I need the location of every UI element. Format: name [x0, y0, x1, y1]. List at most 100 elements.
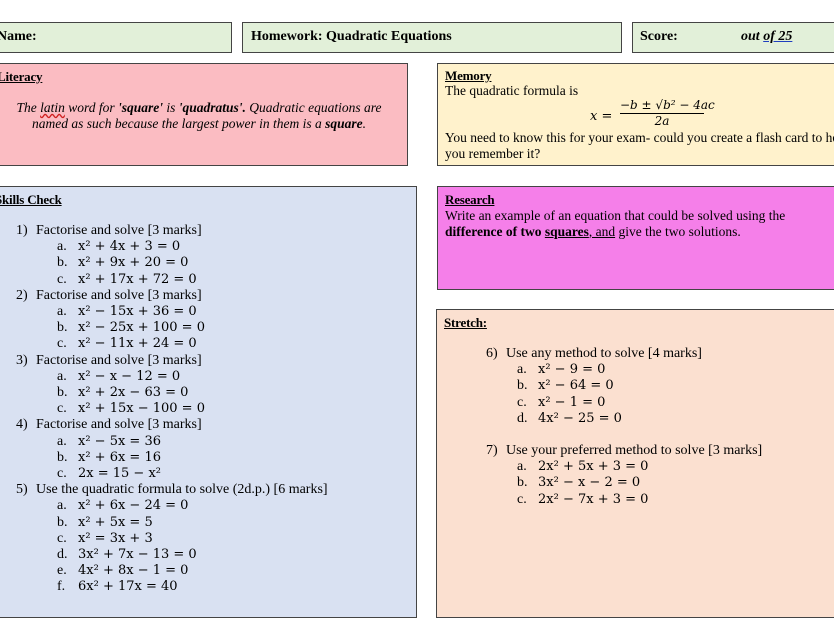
- literacy-text-4: Quadratic equations are named as such be…: [32, 100, 382, 131]
- part-expression: x² − 5x = 36: [78, 433, 162, 449]
- part-letter: a.: [57, 368, 67, 384]
- question-number: 2): [16, 287, 28, 303]
- part-expression: 2x² − 7x + 3 = 0: [538, 491, 649, 507]
- part-letter: b.: [57, 255, 68, 271]
- stretch-title: Stretch:: [444, 315, 487, 330]
- skills-question: 4) Factorise and solve [3 marks] a. x² − 5…: [16, 417, 328, 482]
- part-letter: a.: [517, 459, 527, 475]
- part-expression: x² + 15x − 100 = 0: [78, 401, 205, 417]
- part-expression: x² + 6x = 16: [78, 449, 162, 465]
- literacy-word-quadratus: 'quadratus'.: [178, 100, 246, 115]
- research-text-2: , and: [588, 224, 616, 239]
- research-box: Research Write an example of an equation…: [437, 186, 834, 290]
- part-letter: c.: [57, 530, 67, 546]
- literacy-text-3: is: [163, 100, 179, 115]
- part-expression: x² − x − 12 = 0: [78, 368, 181, 384]
- formula-lhs: x =: [590, 109, 613, 124]
- literacy-box: Literacy The latin word for 'square' is …: [0, 63, 408, 166]
- stretch-question: 6)Use any method to solve [4 marks] a.x²…: [486, 346, 762, 427]
- question-number: 4): [16, 417, 28, 433]
- part-expression: x² + 9x + 20 = 0: [78, 255, 189, 271]
- stretch-questions: 6)Use any method to solve [4 marks] a.x²…: [486, 346, 762, 508]
- part-expression: 4x² − 25 = 0: [538, 410, 622, 426]
- memory-note: You need to know this for your exam- cou…: [445, 130, 834, 161]
- literacy-latin: latin: [40, 100, 65, 115]
- part-letter: a.: [57, 433, 67, 449]
- skills-question: 5) Use the quadratic formula to solve (2d…: [16, 482, 328, 595]
- score-out-of: out of 25: [741, 29, 792, 45]
- part-letter: b.: [57, 514, 68, 530]
- part-expression: x² + 4x + 3 = 0: [78, 239, 181, 255]
- score-box[interactable]: Score: out of 25: [632, 22, 834, 53]
- skills-questions: 1) Factorise and solve [3 marks] a. x² + 4…: [16, 223, 328, 596]
- homework-title: Homework: Quadratic Equations: [251, 29, 452, 44]
- part-letter: c.: [57, 336, 67, 352]
- stretch-box: Stretch: 6)Use any method to solve [4 ma…: [436, 309, 834, 618]
- part-expression: 6x² + 17x = 40: [78, 579, 178, 595]
- part-letter: c.: [57, 466, 67, 482]
- skills-check-box: Skills Check 1)Factorise and solve [3 ma…: [0, 186, 417, 618]
- part-expression: 3x² + 7x − 13 = 0: [78, 547, 197, 563]
- part-expression: x² = 3x + 3: [78, 530, 153, 546]
- part-letter: a.: [57, 498, 67, 514]
- score-out-of-rest: of 25: [763, 29, 793, 44]
- question-text: Use the quadratic formula to solve (2d.p…: [36, 482, 328, 498]
- part-letter: c.: [517, 491, 527, 507]
- question-number: 3): [16, 352, 28, 368]
- homework-title-box: Homework: Quadratic Equations: [242, 22, 622, 53]
- name-box[interactable]: Name:: [0, 22, 232, 53]
- literacy-word-square-bold: square: [325, 116, 363, 131]
- part-expression: 4x² + 8x − 1 = 0: [78, 563, 189, 579]
- part-expression: x² + 2x − 63 = 0: [78, 385, 189, 401]
- memory-title: Memory: [445, 68, 492, 83]
- literacy-text: The latin word for 'square' is 'quadratu…: [5, 100, 393, 132]
- part-letter: a.: [57, 239, 67, 255]
- part-letter: e.: [57, 563, 67, 579]
- part-expression: x² − 1 = 0: [538, 394, 606, 410]
- literacy-text-5: .: [362, 116, 366, 131]
- part-expression: x² − 64 = 0: [538, 378, 614, 394]
- part-letter: f.: [57, 579, 66, 595]
- part-expression: 3x² − x − 2 = 0: [538, 475, 641, 491]
- skills-question: 3) Factorise and solve [3 marks] a. x² − x…: [16, 353, 328, 418]
- question-text: Factorise and solve [3 marks]: [36, 287, 202, 303]
- memory-box: Memory The quadratic formula is x = −b ±…: [437, 63, 834, 166]
- question-text: Factorise and solve [3 marks]: [36, 223, 202, 238]
- question-text: Use any method to solve [4 marks]: [506, 346, 702, 361]
- part-letter: c.: [57, 401, 67, 417]
- question-number: 5): [16, 482, 28, 498]
- part-letter: d.: [57, 547, 68, 563]
- question-text: Factorise and solve [3 marks]: [36, 417, 202, 433]
- part-expression: 2x² + 5x + 3 = 0: [538, 459, 649, 475]
- part-expression: x² − 9 = 0: [538, 362, 606, 378]
- research-text-3: give the two solutions.: [615, 224, 741, 239]
- part-letter: a.: [57, 304, 67, 320]
- research-bold-1: difference of two: [445, 224, 545, 239]
- part-letter: b.: [57, 385, 68, 401]
- part-expression: 2x = 15 − x²: [78, 466, 162, 482]
- part-letter: b.: [57, 449, 68, 465]
- part-expression: x² − 15x + 36 = 0: [78, 304, 197, 320]
- part-expression: x² + 17x + 72 = 0: [78, 271, 197, 287]
- formula-numerator: −b ± √b² − 4ac: [620, 98, 715, 114]
- literacy-text-2: word for: [64, 100, 118, 115]
- name-label: Name:: [0, 29, 37, 44]
- formula-denominator: 2a: [654, 114, 670, 128]
- question-number: 1): [16, 223, 28, 238]
- memory-intro: The quadratic formula is: [445, 83, 579, 98]
- part-letter: a.: [517, 362, 527, 378]
- literacy-text-1: The: [16, 100, 41, 115]
- question-text: Factorise and solve [3 marks]: [36, 352, 202, 368]
- question-number: 7): [486, 443, 498, 459]
- research-text-1: Write an example of an equation that cou…: [445, 208, 786, 223]
- part-letter: b.: [57, 320, 68, 336]
- question-text: Use your preferred method to solve [3 ma…: [506, 443, 763, 459]
- part-expression: x² − 25x + 100 = 0: [78, 320, 205, 336]
- part-expression: x² − 11x + 24 = 0: [78, 336, 197, 352]
- formula-fraction: −b ± √b² − 4ac 2a: [620, 98, 715, 128]
- part-expression: x² + 5x = 5: [78, 514, 153, 530]
- research-bold-squares: squares: [544, 224, 589, 239]
- skills-question: 1) Factorise and solve [3 marks] a. x² + 4…: [16, 223, 328, 288]
- skills-question: 2) Factorise and solve [3 marks] a. x² − 1…: [16, 288, 328, 353]
- stretch-question: 7) Use your preferred method to solve [3 …: [486, 443, 762, 508]
